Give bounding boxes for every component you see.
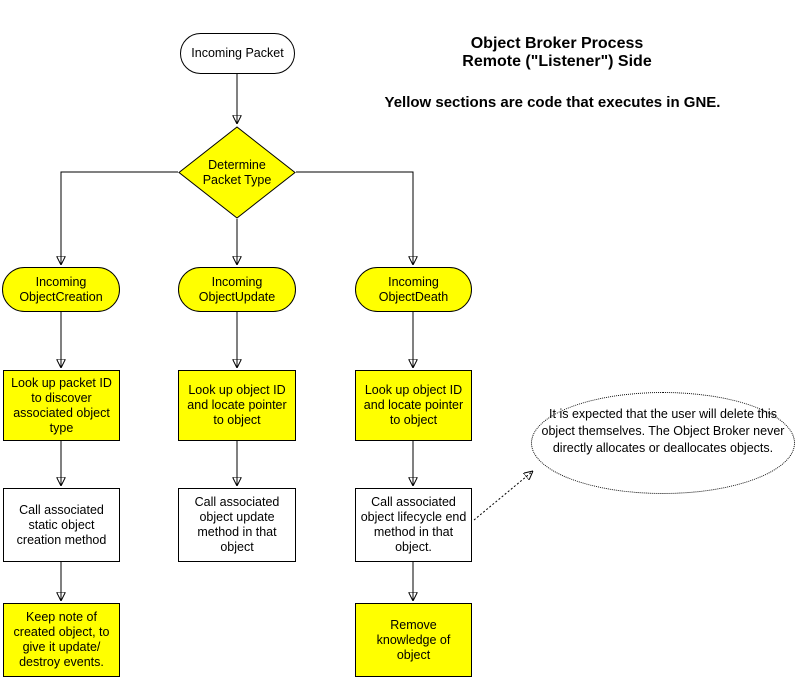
node-remove-knowledge: Remove knowledge of object (355, 603, 472, 677)
node-incoming-object-death: Incoming ObjectDeath (355, 267, 472, 312)
incoming-object-death-label: Incoming ObjectDeath (378, 274, 449, 304)
node-call-lifecycle-end: Call associated object lifecycle end met… (355, 488, 472, 562)
diagram-title: Object Broker Process Remote ("Listener"… (377, 35, 737, 71)
node-keep-note: Keep note of created object, to give it … (3, 603, 120, 677)
node-determine-packet-type: Determine Packet Type (178, 126, 296, 219)
annotation-text: It is expected that the user will delete… (541, 407, 785, 455)
lookup-object-id-death-label: Look up object ID and locate pointer to … (363, 383, 464, 427)
incoming-object-creation-label: Incoming ObjectCreation (19, 274, 103, 304)
node-lookup-object-id-update: Look up object ID and locate pointer to … (178, 370, 296, 441)
annotation-ellipse (531, 392, 795, 494)
node-call-static-creation: Call associated static object creation m… (3, 488, 120, 562)
diamond-shape (178, 126, 296, 219)
determine-packet-type-label: Determine Packet Type (202, 157, 272, 187)
node-lookup-object-id-death: Look up object ID and locate pointer to … (355, 370, 472, 441)
call-object-update-label: Call associated object update method in … (194, 495, 280, 554)
lookup-packet-id-label: Look up packet ID to discover associated… (11, 375, 112, 435)
lookup-object-id-update-label: Look up object ID and locate pointer to … (187, 383, 287, 427)
node-call-object-update: Call associated object update method in … (178, 488, 296, 562)
title-line-2: Remote ("Listener") Side (462, 53, 652, 70)
title-line-1: Object Broker Process (470, 35, 644, 52)
incoming-object-update-label: Incoming ObjectUpdate (198, 274, 276, 304)
incoming-packet-label: Incoming Packet (191, 46, 284, 60)
node-incoming-object-update: Incoming ObjectUpdate (178, 267, 296, 312)
call-lifecycle-end-label: Call associated object lifecycle end met… (360, 495, 467, 554)
keep-note-label: Keep note of created object, to give it … (13, 610, 110, 669)
node-incoming-object-creation: Incoming ObjectCreation (2, 267, 120, 312)
arrow-diamond-to-creation (61, 171, 178, 265)
node-lookup-packet-id: Look up packet ID to discover associated… (3, 370, 120, 441)
dotted-arrow-to-annotation (473, 471, 533, 521)
arrow-diamond-to-death (296, 171, 413, 265)
node-incoming-packet: Incoming Packet (180, 33, 295, 74)
remove-knowledge-label: Remove knowledge of object (376, 617, 451, 662)
call-static-creation-label: Call associated static object creation m… (16, 502, 107, 547)
legend-note: Yellow sections are code that executes i… (384, 94, 721, 111)
